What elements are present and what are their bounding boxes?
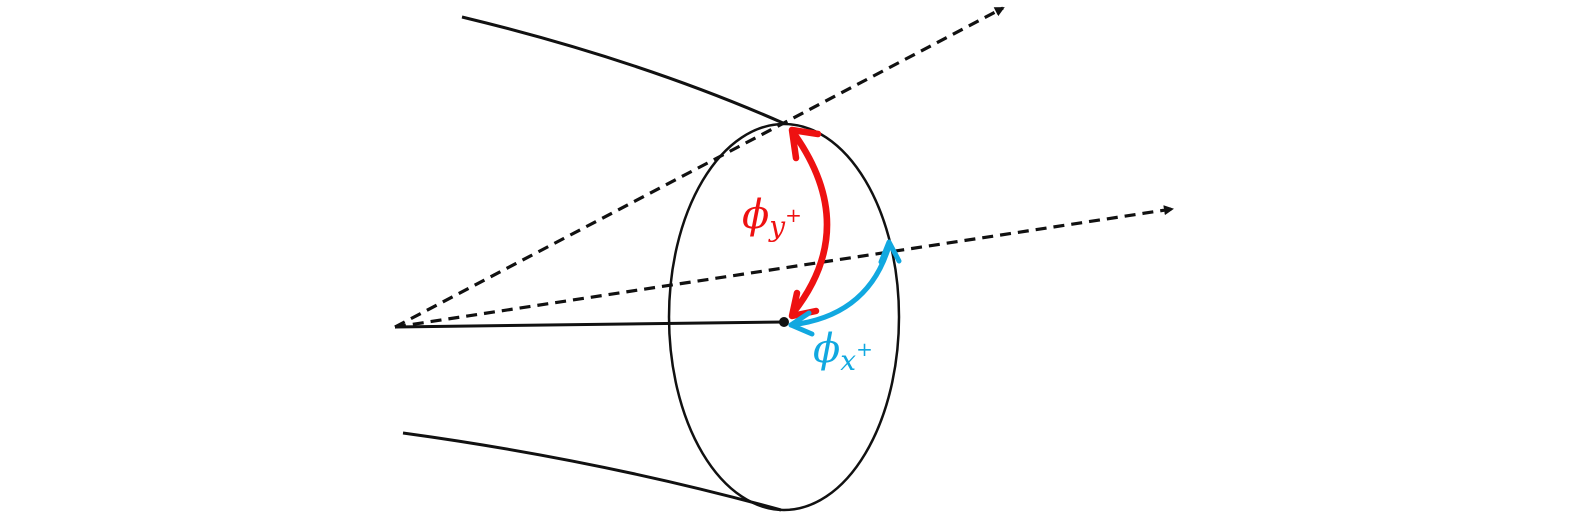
dashed-ray-upper <box>394 6 1005 329</box>
ellipse-center-point <box>779 317 789 327</box>
cone-upper-curve <box>461 15 784 125</box>
phi-y-subscript: y <box>767 210 786 243</box>
cone-lower-curve <box>402 431 782 512</box>
phi-x-subscript: x <box>840 344 856 377</box>
phi-y-label: ϕy+ <box>742 192 802 243</box>
phi-x-angle-arc <box>788 239 902 337</box>
phi-y-superscript: + <box>785 203 802 227</box>
cone-axis-line <box>394 320 785 329</box>
phi-x-label: ϕx+ <box>813 326 873 377</box>
phi-y-symbol: ϕ <box>742 192 769 238</box>
phi-x-superscript: + <box>856 337 873 361</box>
phi-x-symbol: ϕ <box>813 326 840 372</box>
dashed-ray-middle <box>394 205 1174 329</box>
